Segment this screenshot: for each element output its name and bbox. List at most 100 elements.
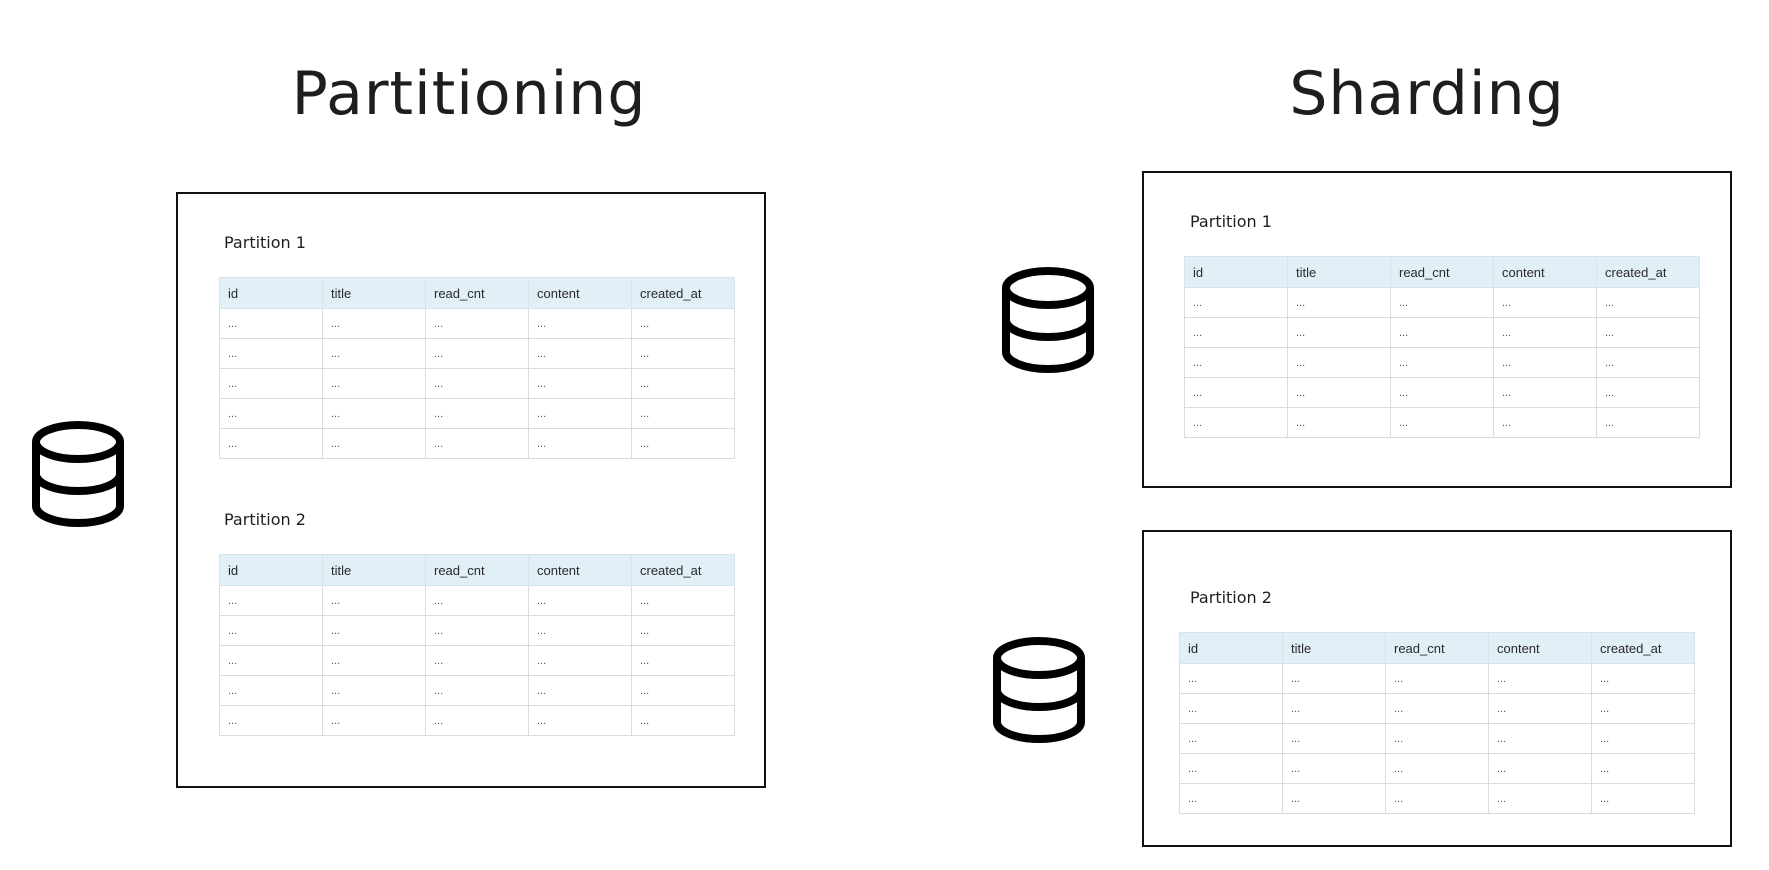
table-cell: ... bbox=[1179, 693, 1283, 724]
column-header-title: title bbox=[1287, 256, 1391, 288]
table-cell: ... bbox=[1179, 663, 1283, 694]
table-cell: ... bbox=[631, 705, 735, 736]
column-header-read-cnt: read_cnt bbox=[425, 277, 529, 309]
sharding-title: Sharding bbox=[1289, 59, 1565, 129]
table-row: ............... bbox=[1179, 783, 1695, 814]
table-row: ............... bbox=[219, 615, 735, 646]
table-cell: ... bbox=[1282, 783, 1386, 814]
table-row: ............... bbox=[1184, 377, 1700, 408]
table-cell: ... bbox=[1282, 723, 1386, 754]
table-cell: ... bbox=[1184, 407, 1288, 438]
table-cell: ... bbox=[322, 338, 426, 369]
database-icon bbox=[993, 637, 1085, 743]
partition-1-label: Partition 1 bbox=[224, 233, 306, 252]
table-cell: ... bbox=[425, 338, 529, 369]
column-header-read-cnt: read_cnt bbox=[425, 554, 529, 586]
table-cell: ... bbox=[1390, 347, 1494, 378]
table-row: ............... bbox=[219, 368, 735, 399]
table-cell: ... bbox=[1591, 753, 1695, 784]
table-cell: ... bbox=[425, 428, 529, 459]
table-cell: ... bbox=[1385, 693, 1489, 724]
table-cell: ... bbox=[631, 585, 735, 616]
table-cell: ... bbox=[1184, 317, 1288, 348]
shard-1-partition-label: Partition 1 bbox=[1190, 212, 1272, 231]
table-cell: ... bbox=[1596, 347, 1700, 378]
column-header-read-cnt: read_cnt bbox=[1390, 256, 1494, 288]
table-cell: ... bbox=[631, 645, 735, 676]
table-cell: ... bbox=[1287, 287, 1391, 318]
column-header-created-at: created_at bbox=[1596, 256, 1700, 288]
table-cell: ... bbox=[1488, 753, 1592, 784]
table-row: ............... bbox=[1184, 287, 1700, 318]
column-header-id: id bbox=[219, 554, 323, 586]
table-cell: ... bbox=[1390, 287, 1494, 318]
table-row: ............... bbox=[1184, 317, 1700, 348]
table-cell: ... bbox=[322, 675, 426, 706]
partition-2-label: Partition 2 bbox=[224, 510, 306, 529]
table-cell: ... bbox=[1390, 407, 1494, 438]
column-header-created-at: created_at bbox=[1591, 632, 1695, 664]
table-cell: ... bbox=[322, 705, 426, 736]
table-row: ............... bbox=[219, 308, 735, 339]
table-cell: ... bbox=[1390, 317, 1494, 348]
table-cell: ... bbox=[1385, 783, 1489, 814]
table-cell: ... bbox=[631, 338, 735, 369]
table-cell: ... bbox=[1385, 663, 1489, 694]
table-cell: ... bbox=[1596, 407, 1700, 438]
table-cell: ... bbox=[219, 645, 323, 676]
table-cell: ... bbox=[1493, 287, 1597, 318]
table-cell: ... bbox=[528, 308, 632, 339]
shard-2-partition-label: Partition 2 bbox=[1190, 588, 1272, 607]
table-cell: ... bbox=[1184, 347, 1288, 378]
table-cell: ... bbox=[528, 615, 632, 646]
column-header-created-at: created_at bbox=[631, 277, 735, 309]
table-cell: ... bbox=[528, 398, 632, 429]
column-header-id: id bbox=[219, 277, 323, 309]
table-cell: ... bbox=[1184, 377, 1288, 408]
table-row: ............... bbox=[219, 398, 735, 429]
table-cell: ... bbox=[528, 585, 632, 616]
table-cell: ... bbox=[1493, 407, 1597, 438]
table-cell: ... bbox=[1390, 377, 1494, 408]
table-cell: ... bbox=[1596, 377, 1700, 408]
table-cell: ... bbox=[1282, 693, 1386, 724]
table-cell: ... bbox=[322, 645, 426, 676]
table-row: ............... bbox=[219, 338, 735, 369]
table-cell: ... bbox=[219, 675, 323, 706]
table-cell: ... bbox=[1287, 377, 1391, 408]
table-cell: ... bbox=[425, 368, 529, 399]
table-cell: ... bbox=[1591, 663, 1695, 694]
column-header-content: content bbox=[528, 277, 632, 309]
table-row: ............... bbox=[1179, 693, 1695, 724]
column-header-content: content bbox=[528, 554, 632, 586]
table-cell: ... bbox=[1179, 783, 1283, 814]
table-cell: ... bbox=[219, 308, 323, 339]
table-cell: ... bbox=[425, 398, 529, 429]
table-cell: ... bbox=[322, 615, 426, 646]
table-cell: ... bbox=[528, 428, 632, 459]
table-cell: ... bbox=[1488, 693, 1592, 724]
table-cell: ... bbox=[1488, 663, 1592, 694]
table-row: ............... bbox=[1179, 753, 1695, 784]
table-cell: ... bbox=[219, 368, 323, 399]
table-cell: ... bbox=[631, 428, 735, 459]
table-row: ............... bbox=[1184, 347, 1700, 378]
database-icon bbox=[32, 421, 124, 527]
table-cell: ... bbox=[219, 398, 323, 429]
table-cell: ... bbox=[1488, 783, 1592, 814]
table-cell: ... bbox=[322, 398, 426, 429]
table-cell: ... bbox=[528, 338, 632, 369]
table-cell: ... bbox=[1282, 753, 1386, 784]
table-cell: ... bbox=[1287, 407, 1391, 438]
table-cell: ... bbox=[1385, 753, 1489, 784]
table-row: ............... bbox=[1179, 663, 1695, 694]
table-cell: ... bbox=[528, 675, 632, 706]
partitioning-title: Partitioning bbox=[291, 59, 647, 129]
table-row: ............... bbox=[219, 705, 735, 736]
